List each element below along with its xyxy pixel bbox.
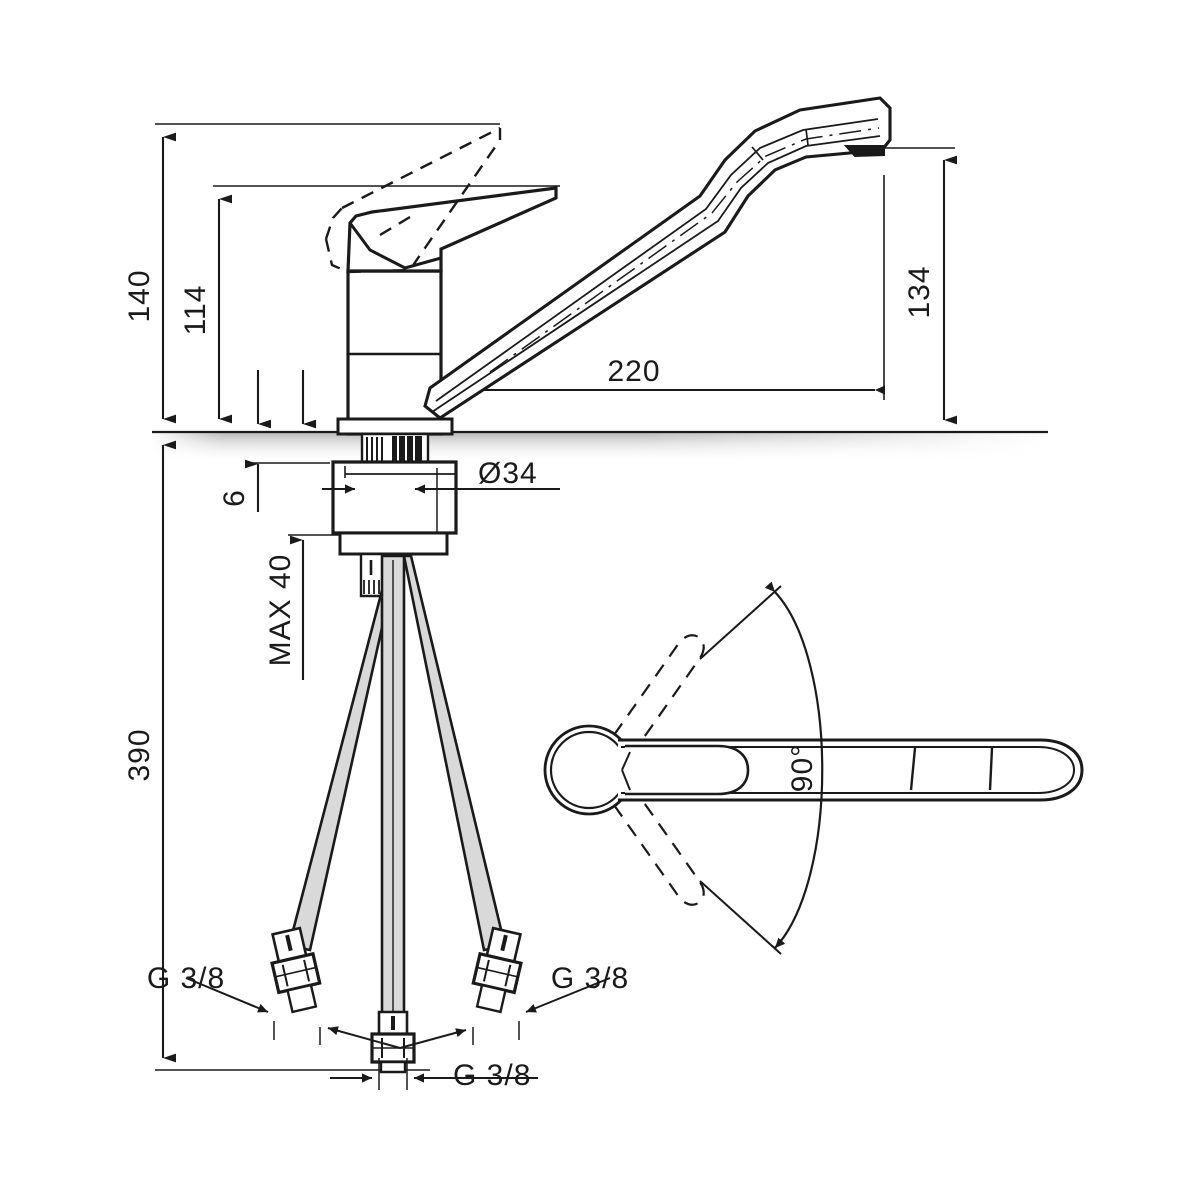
spout-dashed-down bbox=[613, 789, 705, 906]
dimension-140-label: 140 bbox=[123, 269, 156, 322]
dimension-d34-label: Ø34 bbox=[478, 457, 538, 490]
top-plan-view: 90° bbox=[543, 581, 1084, 955]
dimension-6-label: 6 bbox=[218, 489, 251, 507]
dimension-134: 134 bbox=[903, 155, 957, 425]
connector-left bbox=[270, 926, 322, 1014]
label-g38-right: G 3/8 bbox=[399, 962, 629, 1049]
dimension-max40: MAX 40 bbox=[264, 370, 345, 680]
label-g38-center: G 3/8 bbox=[330, 1058, 538, 1092]
dimension-390-label: 390 bbox=[123, 728, 156, 781]
lever-handle bbox=[324, 126, 558, 274]
connector-center bbox=[370, 1010, 416, 1074]
dimension-390: 390 bbox=[123, 440, 176, 1063]
dimension-114-label: 114 bbox=[179, 285, 212, 336]
mounting-assembly bbox=[331, 432, 458, 598]
dimension-max40-label: MAX 40 bbox=[264, 554, 297, 667]
spout-dashed-up bbox=[613, 634, 705, 751]
dimension-114: 114 bbox=[179, 194, 232, 424]
connector-right bbox=[471, 926, 523, 1014]
spout-grip-marks bbox=[909, 747, 994, 791]
dimension-6: 6 bbox=[218, 370, 330, 512]
spout bbox=[423, 96, 892, 420]
dimension-134-label: 134 bbox=[903, 265, 936, 318]
label-g38-center-text: G 3/8 bbox=[453, 1059, 531, 1092]
dimension-140: 140 bbox=[123, 132, 176, 424]
dimension-90-label: 90° bbox=[786, 744, 819, 792]
thread-hatching bbox=[366, 437, 383, 461]
counter-surface bbox=[150, 430, 1050, 463]
swivel-arc bbox=[699, 581, 824, 955]
supply-hoses bbox=[287, 554, 507, 1030]
label-g38-right-text: G 3/8 bbox=[551, 962, 629, 995]
label-g38-left-text: G 3/8 bbox=[147, 962, 225, 995]
label-g38-left: G 3/8 bbox=[147, 962, 401, 1049]
dimension-d34: Ø34 bbox=[322, 457, 560, 533]
dimension-220-label: 220 bbox=[607, 355, 660, 388]
hose-right bbox=[402, 554, 507, 952]
